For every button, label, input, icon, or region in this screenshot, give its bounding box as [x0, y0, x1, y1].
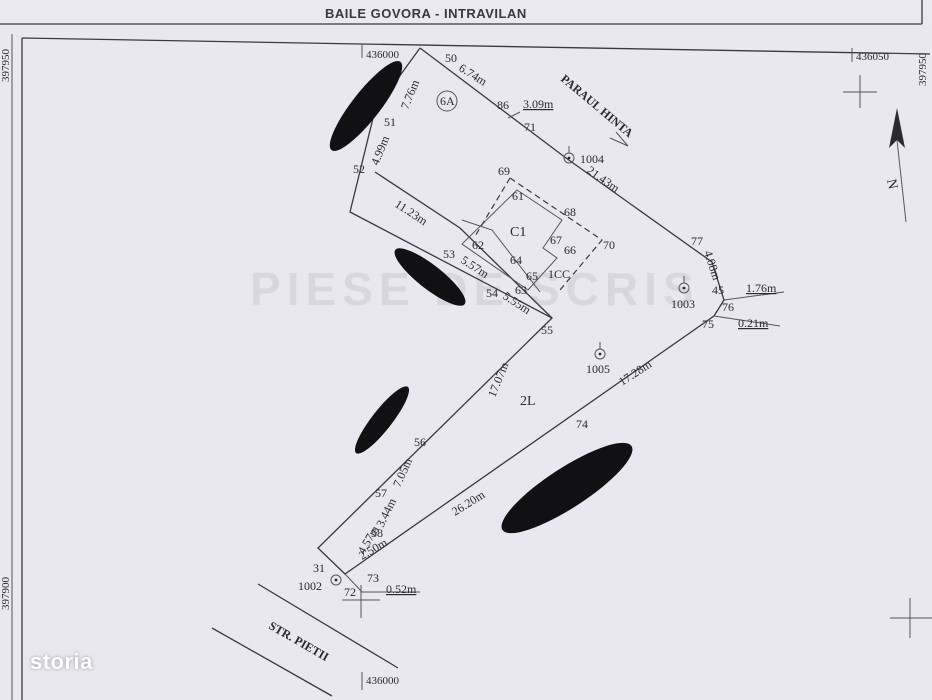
map-title: BAILE GOVORA - INTRAVILAN — [325, 6, 527, 21]
station-1002-icon — [330, 574, 342, 586]
point-66: 66 — [564, 243, 576, 257]
building-dashed-left — [473, 177, 511, 239]
redaction-blot-3 — [354, 386, 410, 454]
street-edge-bottom — [211, 627, 333, 697]
building-note: 1CC — [548, 267, 570, 281]
building-c1-outline — [461, 189, 563, 291]
station-1003-label: 1003 — [671, 297, 695, 311]
coord-top-left: 436000 — [366, 49, 400, 61]
watermark: PIESE DE SCRIS — [250, 263, 700, 315]
plot-number: 6A — [440, 94, 455, 108]
land-parcel-label: 2L — [520, 394, 536, 409]
station-1005-icon — [594, 342, 606, 360]
point-68: 68 — [564, 205, 576, 219]
point-54: 54 — [486, 286, 498, 300]
point-50: 50 — [445, 51, 457, 65]
brand-logo: storia — [30, 649, 93, 674]
parcel-inner-line — [374, 171, 553, 319]
distance-86-71: 3.09m — [523, 97, 554, 111]
distance-73-right: 0.52m — [386, 582, 417, 596]
point-53: 53 — [443, 247, 455, 261]
building-label: C1 — [510, 225, 526, 240]
frame-top — [21, 37, 931, 55]
point-72: 72 — [344, 585, 356, 599]
station-1002-label: 1002 — [298, 579, 322, 593]
station-1004-icon — [563, 146, 575, 164]
river-arrow-icon — [609, 131, 629, 147]
point-45: 45 — [712, 283, 724, 297]
distance-45-right: 1.76m — [746, 281, 777, 295]
title-strip — [0, 0, 932, 24]
point-62: 62 — [472, 238, 484, 252]
point-64: 64 — [510, 253, 522, 267]
point-51: 51 — [384, 115, 396, 129]
point-76: 76 — [722, 300, 734, 314]
grid-cross-top-right — [843, 75, 877, 108]
point-55: 55 — [541, 323, 553, 337]
station-1004-label: 1004 — [580, 152, 604, 166]
north-label: N — [883, 178, 900, 191]
redaction-blot-1 — [329, 61, 403, 151]
station-1003-icon — [678, 276, 690, 294]
point-57: 57 — [375, 486, 387, 500]
plot-number-circle — [436, 90, 458, 112]
point-75: 75 — [702, 317, 714, 331]
point-31: 31 — [313, 561, 325, 575]
point-63: 63 — [515, 283, 527, 297]
offset-line-45 — [723, 291, 785, 301]
point-77: 77 — [691, 234, 703, 248]
station-1005-label: 1005 — [586, 362, 610, 376]
point-74: 74 — [576, 417, 588, 431]
point-52: 52 — [353, 162, 365, 176]
point-58: 58 — [371, 526, 383, 540]
redaction-blot-2 — [394, 248, 466, 306]
coord-bottom: 436000 — [366, 675, 400, 687]
offset-line-73 — [344, 573, 420, 593]
coord-left-top: 397950 — [0, 49, 12, 83]
tick-86 — [507, 111, 521, 119]
building-dashed-extension — [509, 177, 603, 291]
point-86: 86 — [497, 98, 509, 112]
street-edge-top — [257, 583, 399, 669]
point-69: 69 — [498, 164, 510, 178]
point-61: 61 — [512, 189, 524, 203]
grid-cross-bottom-right — [890, 598, 932, 638]
point-67: 67 — [550, 233, 562, 247]
redaction-blot-4 — [501, 442, 633, 534]
point-56: 56 — [414, 435, 426, 449]
offset-line-76 — [713, 315, 781, 327]
coord-left-bottom: 397900 — [0, 577, 12, 611]
distance-76-right: 0.21m — [738, 316, 769, 330]
north-arrow-icon — [889, 108, 907, 223]
coord-right-top: 397950 — [917, 53, 929, 87]
point-65: 65 — [526, 269, 538, 283]
coord-top-right: 436050 — [856, 51, 890, 63]
point-70: 70 — [603, 238, 615, 252]
point-71: 71 — [524, 120, 536, 134]
parcel-inner-line-2 — [461, 219, 541, 293]
point-73: 73 — [367, 571, 379, 585]
